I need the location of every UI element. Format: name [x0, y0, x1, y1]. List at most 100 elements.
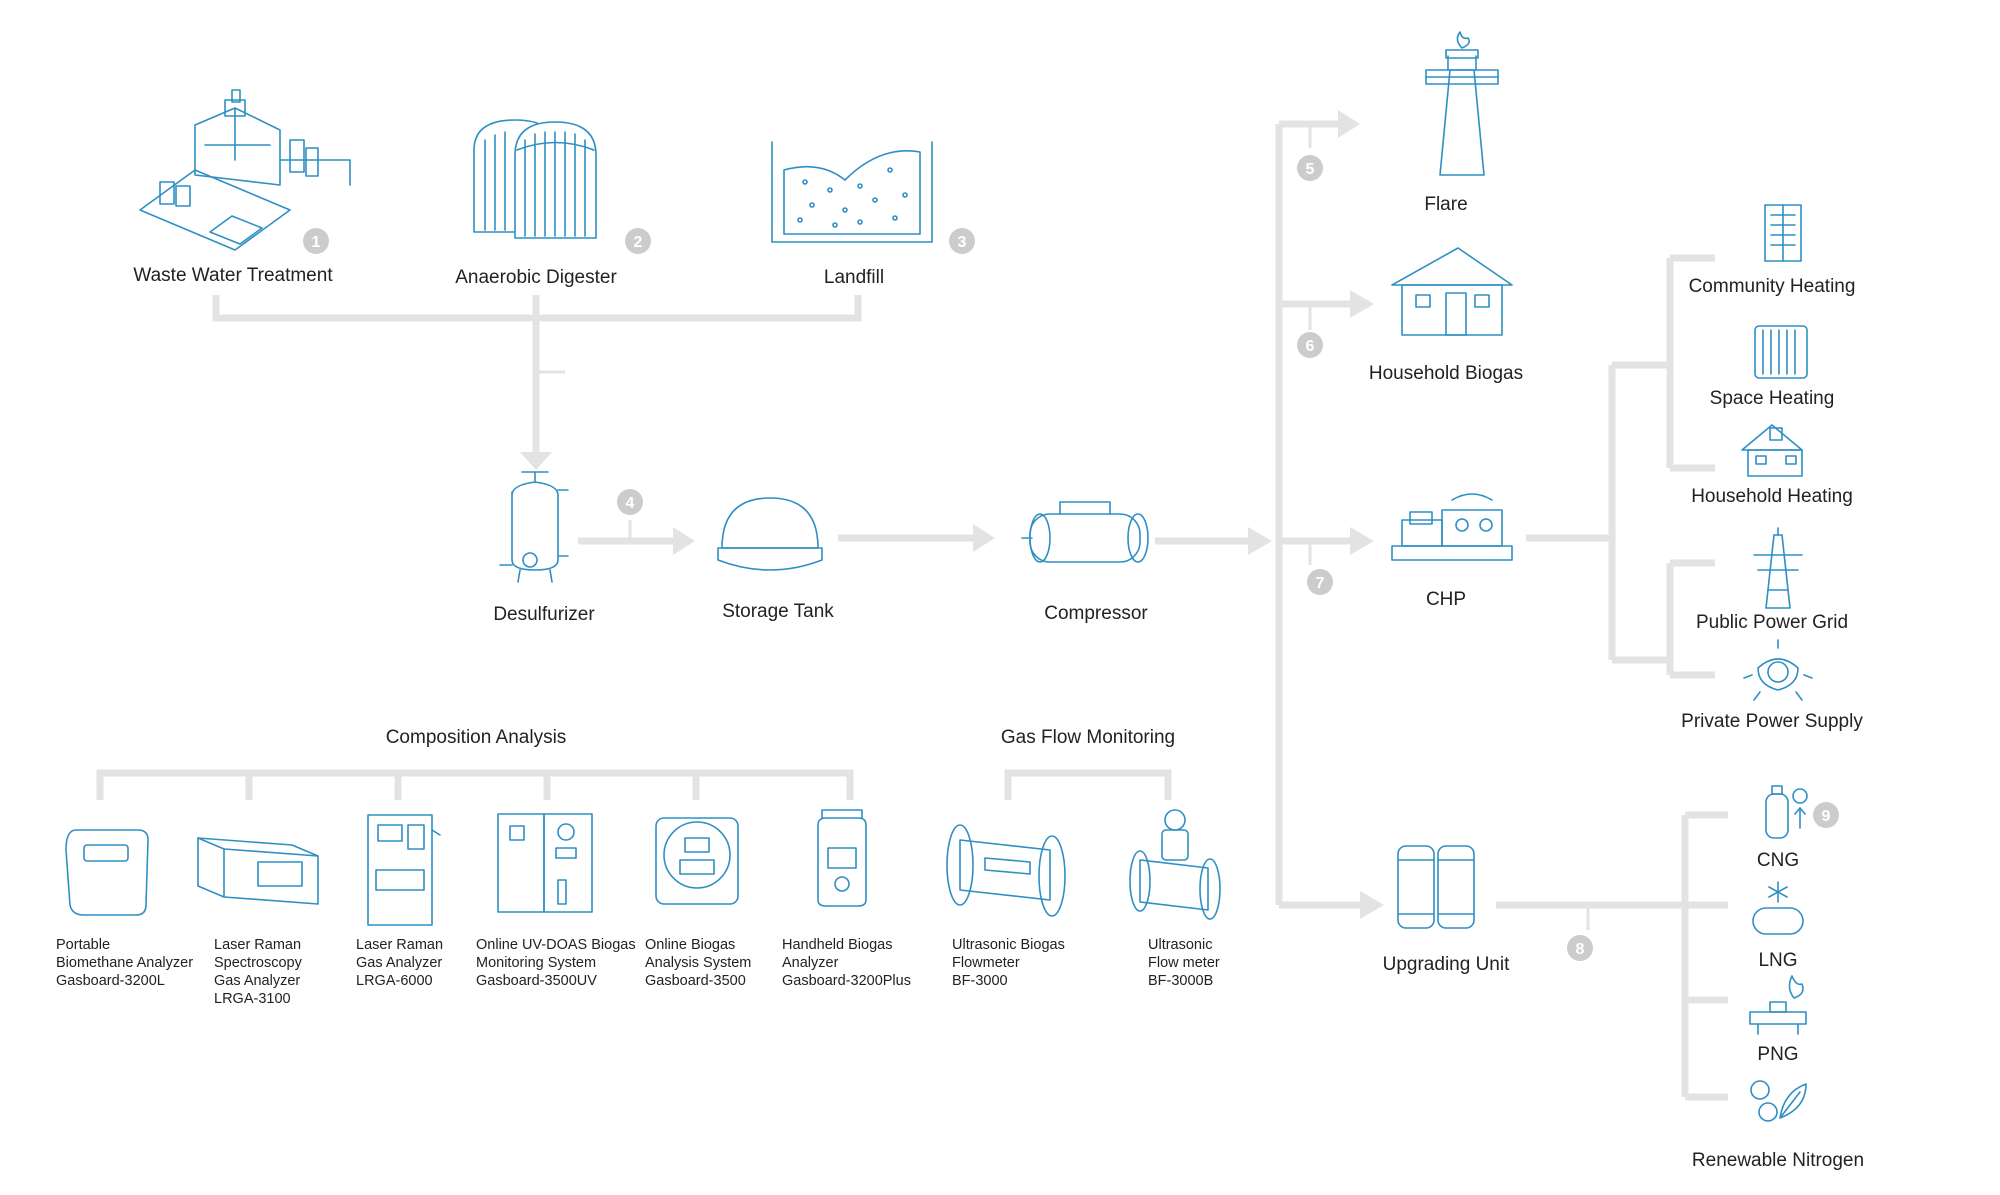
household-heating-label: Household Heating [1691, 486, 1853, 507]
online-biogas-analysis-icon [655, 817, 739, 905]
chp-icon [1391, 493, 1513, 561]
renewable-nitrogen-label: Renewable Nitrogen [1692, 1150, 1864, 1171]
svg-text:Analyzer: Analyzer [782, 955, 839, 971]
svg-text:BF-3000: BF-3000 [952, 973, 1008, 989]
svg-text:BF-3000B: BF-3000B [1148, 973, 1213, 989]
svg-text:9: 9 [1822, 808, 1831, 825]
badge-2: 2 [625, 228, 651, 254]
anaerobic-digester-label: Anaerobic Digester [455, 267, 617, 288]
product-label-lrga6000: Laser Raman Gas Analyzer LRGA-6000 [356, 937, 443, 989]
desulfurizer-icon [499, 471, 569, 583]
flow-bracket [1004, 769, 1172, 800]
landfill-label: Landfill [824, 267, 884, 288]
laser-raman-spectroscopy-icon [197, 837, 319, 905]
svg-text:LRGA-3100: LRGA-3100 [214, 991, 291, 1007]
badges: 1 2 3 4 5 6 7 8 9 [303, 155, 1839, 961]
svg-text:7: 7 [1316, 575, 1325, 592]
svg-text:Gasboard-3200Plus: Gasboard-3200Plus [782, 973, 911, 989]
svg-text:Ultrasonic Biogas: Ultrasonic Biogas [952, 937, 1065, 953]
waste-water-treatment-icon [139, 89, 351, 251]
community-heating-label: Community Heating [1689, 276, 1856, 297]
waste-water-treatment-label: Waste Water Treatment [133, 265, 333, 286]
svg-text:Biomethane Analyzer: Biomethane Analyzer [56, 955, 193, 971]
product-label-bf3000: Ultrasonic Biogas Flowmeter BF-3000 [952, 937, 1065, 989]
product-label-3500uv: Online UV-DOAS Biogas Monitoring System … [476, 937, 636, 989]
svg-text:Monitoring System: Monitoring System [476, 955, 596, 971]
upgrading-unit-label: Upgrading Unit [1383, 954, 1510, 975]
arrow-to-chp [1350, 527, 1374, 555]
svg-text:Laser Raman: Laser Raman [356, 937, 443, 953]
arrow-to-upgrading [1360, 891, 1384, 919]
handheld-analyzer-icon [817, 809, 867, 907]
desulfurizer-label: Desulfurizer [493, 604, 595, 625]
png-label: PNG [1757, 1044, 1798, 1065]
compressor-label: Compressor [1044, 603, 1148, 624]
svg-text:5: 5 [1306, 161, 1315, 178]
household-heating-icon [1741, 424, 1803, 477]
space-heating-label: Space Heating [1710, 388, 1835, 409]
svg-text:3: 3 [958, 234, 967, 251]
badge-8: 8 [1567, 935, 1593, 961]
badge-7: 7 [1307, 569, 1333, 595]
upgrading-unit-icon [1397, 845, 1475, 929]
lng-label: LNG [1758, 950, 1797, 971]
badge-3: 3 [949, 228, 975, 254]
badge-4: 4 [617, 489, 643, 515]
svg-text:Gasboard-3500UV: Gasboard-3500UV [476, 973, 597, 989]
public-power-grid-icon [1753, 527, 1803, 609]
svg-text:Online Biogas: Online Biogas [645, 937, 735, 953]
svg-text:8: 8 [1576, 941, 1585, 958]
svg-text:Gasboard-3200L: Gasboard-3200L [56, 973, 165, 989]
svg-text:Portable: Portable [56, 937, 110, 953]
product-label-lrga3100: Laser Raman Spectroscopy Gas Analyzer LR… [214, 937, 303, 1007]
badge-9: 9 [1813, 802, 1839, 828]
gas-flow-monitoring-title: Gas Flow Monitoring [1001, 727, 1175, 748]
svg-text:1: 1 [312, 234, 321, 251]
private-power-supply-icon [1743, 639, 1813, 701]
png-icon [1749, 975, 1807, 1035]
ultrasonic-flowmeter-bf3000b-icon [1129, 809, 1221, 920]
svg-text:Spectroscopy: Spectroscopy [214, 955, 303, 971]
arrow-to-desulfurizer [520, 452, 552, 470]
space-heating-icon [1754, 325, 1808, 379]
svg-text:Flow meter: Flow meter [1148, 955, 1220, 971]
svg-text:Flowmeter: Flowmeter [952, 955, 1020, 971]
arrow-to-compressor [973, 524, 995, 552]
household-biogas-icon [1391, 247, 1513, 336]
composition-bracket [96, 769, 854, 800]
arrow-to-distribution [1248, 527, 1272, 555]
svg-text:Laser Raman: Laser Raman [214, 937, 301, 953]
laser-raman-analyzer-icon [367, 814, 441, 926]
ultrasonic-flowmeter-bf3000-icon [946, 824, 1066, 917]
svg-text:Online UV-DOAS Biogas: Online UV-DOAS Biogas [476, 937, 636, 953]
svg-text:LRGA-6000: LRGA-6000 [356, 973, 433, 989]
storage-tank-label: Storage Tank [722, 601, 834, 622]
public-power-grid-label: Public Power Grid [1696, 612, 1848, 633]
renewable-nitrogen-icon [1750, 1080, 1807, 1122]
household-biogas-label: Household Biogas [1369, 363, 1523, 384]
lng-icon [1752, 881, 1804, 935]
badge-1: 1 [303, 228, 329, 254]
svg-text:Ultrasonic: Ultrasonic [1148, 937, 1212, 953]
svg-text:2: 2 [634, 234, 643, 251]
storage-tank-icon [717, 497, 823, 571]
uv-doas-monitoring-icon [497, 813, 593, 913]
product-label-3200plus: Handheld Biogas Analyzer Gasboard-3200Pl… [782, 937, 911, 989]
anaerobic-digester-icon [473, 119, 597, 239]
connectors [96, 110, 1728, 1101]
svg-text:6: 6 [1306, 338, 1315, 355]
svg-text:Gas Analyzer: Gas Analyzer [214, 973, 300, 989]
badge-5: 5 [1297, 155, 1323, 181]
cng-label: CNG [1757, 850, 1799, 871]
svg-text:Handheld Biogas: Handheld Biogas [782, 937, 892, 953]
svg-text:Gas Analyzer: Gas Analyzer [356, 955, 442, 971]
chp-label: CHP [1426, 589, 1466, 610]
product-label-3500: Online Biogas Analysis System Gasboard-3… [645, 937, 751, 989]
arrow-to-flare [1338, 110, 1360, 138]
product-label-bf3000b: Ultrasonic Flow meter BF-3000B [1148, 937, 1220, 989]
svg-text:4: 4 [626, 495, 635, 512]
landfill-icon [771, 141, 933, 243]
svg-text:Analysis System: Analysis System [645, 955, 751, 971]
svg-text:Gasboard-3500: Gasboard-3500 [645, 973, 746, 989]
